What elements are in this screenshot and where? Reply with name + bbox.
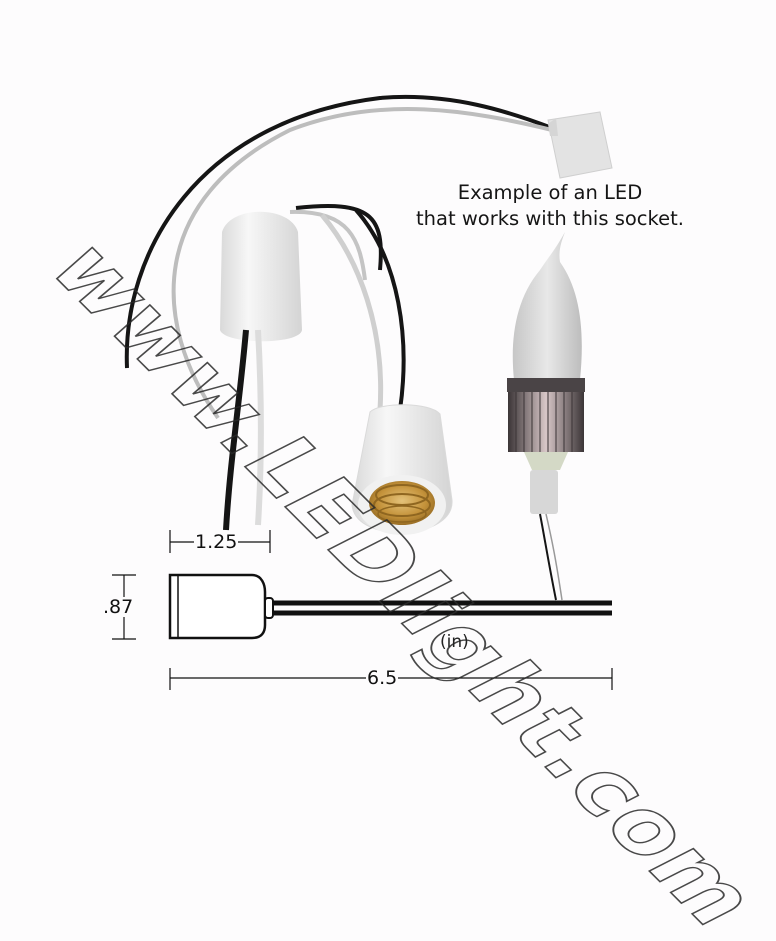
caption-line-1: Example of an LED bbox=[457, 181, 643, 204]
led-candle-bulb bbox=[507, 232, 585, 601]
socket-side-view bbox=[220, 204, 383, 531]
dimension-drawing bbox=[112, 530, 613, 690]
units-label: (in) bbox=[440, 632, 469, 652]
dimension-height-label: .87 bbox=[102, 596, 135, 618]
caption-line-2: that works with this socket. bbox=[416, 207, 684, 230]
illustration bbox=[112, 94, 613, 690]
dimension-length-label: 6.5 bbox=[366, 667, 399, 689]
dimension-width-label: 1.25 bbox=[194, 531, 239, 553]
product-diagram: www.LEDlight.com Example of an LED that … bbox=[26, 94, 776, 941]
socket-top-right bbox=[124, 94, 613, 420]
socket-front-view bbox=[320, 208, 453, 535]
led-example-caption: Example of an LED that works with this s… bbox=[380, 180, 720, 232]
